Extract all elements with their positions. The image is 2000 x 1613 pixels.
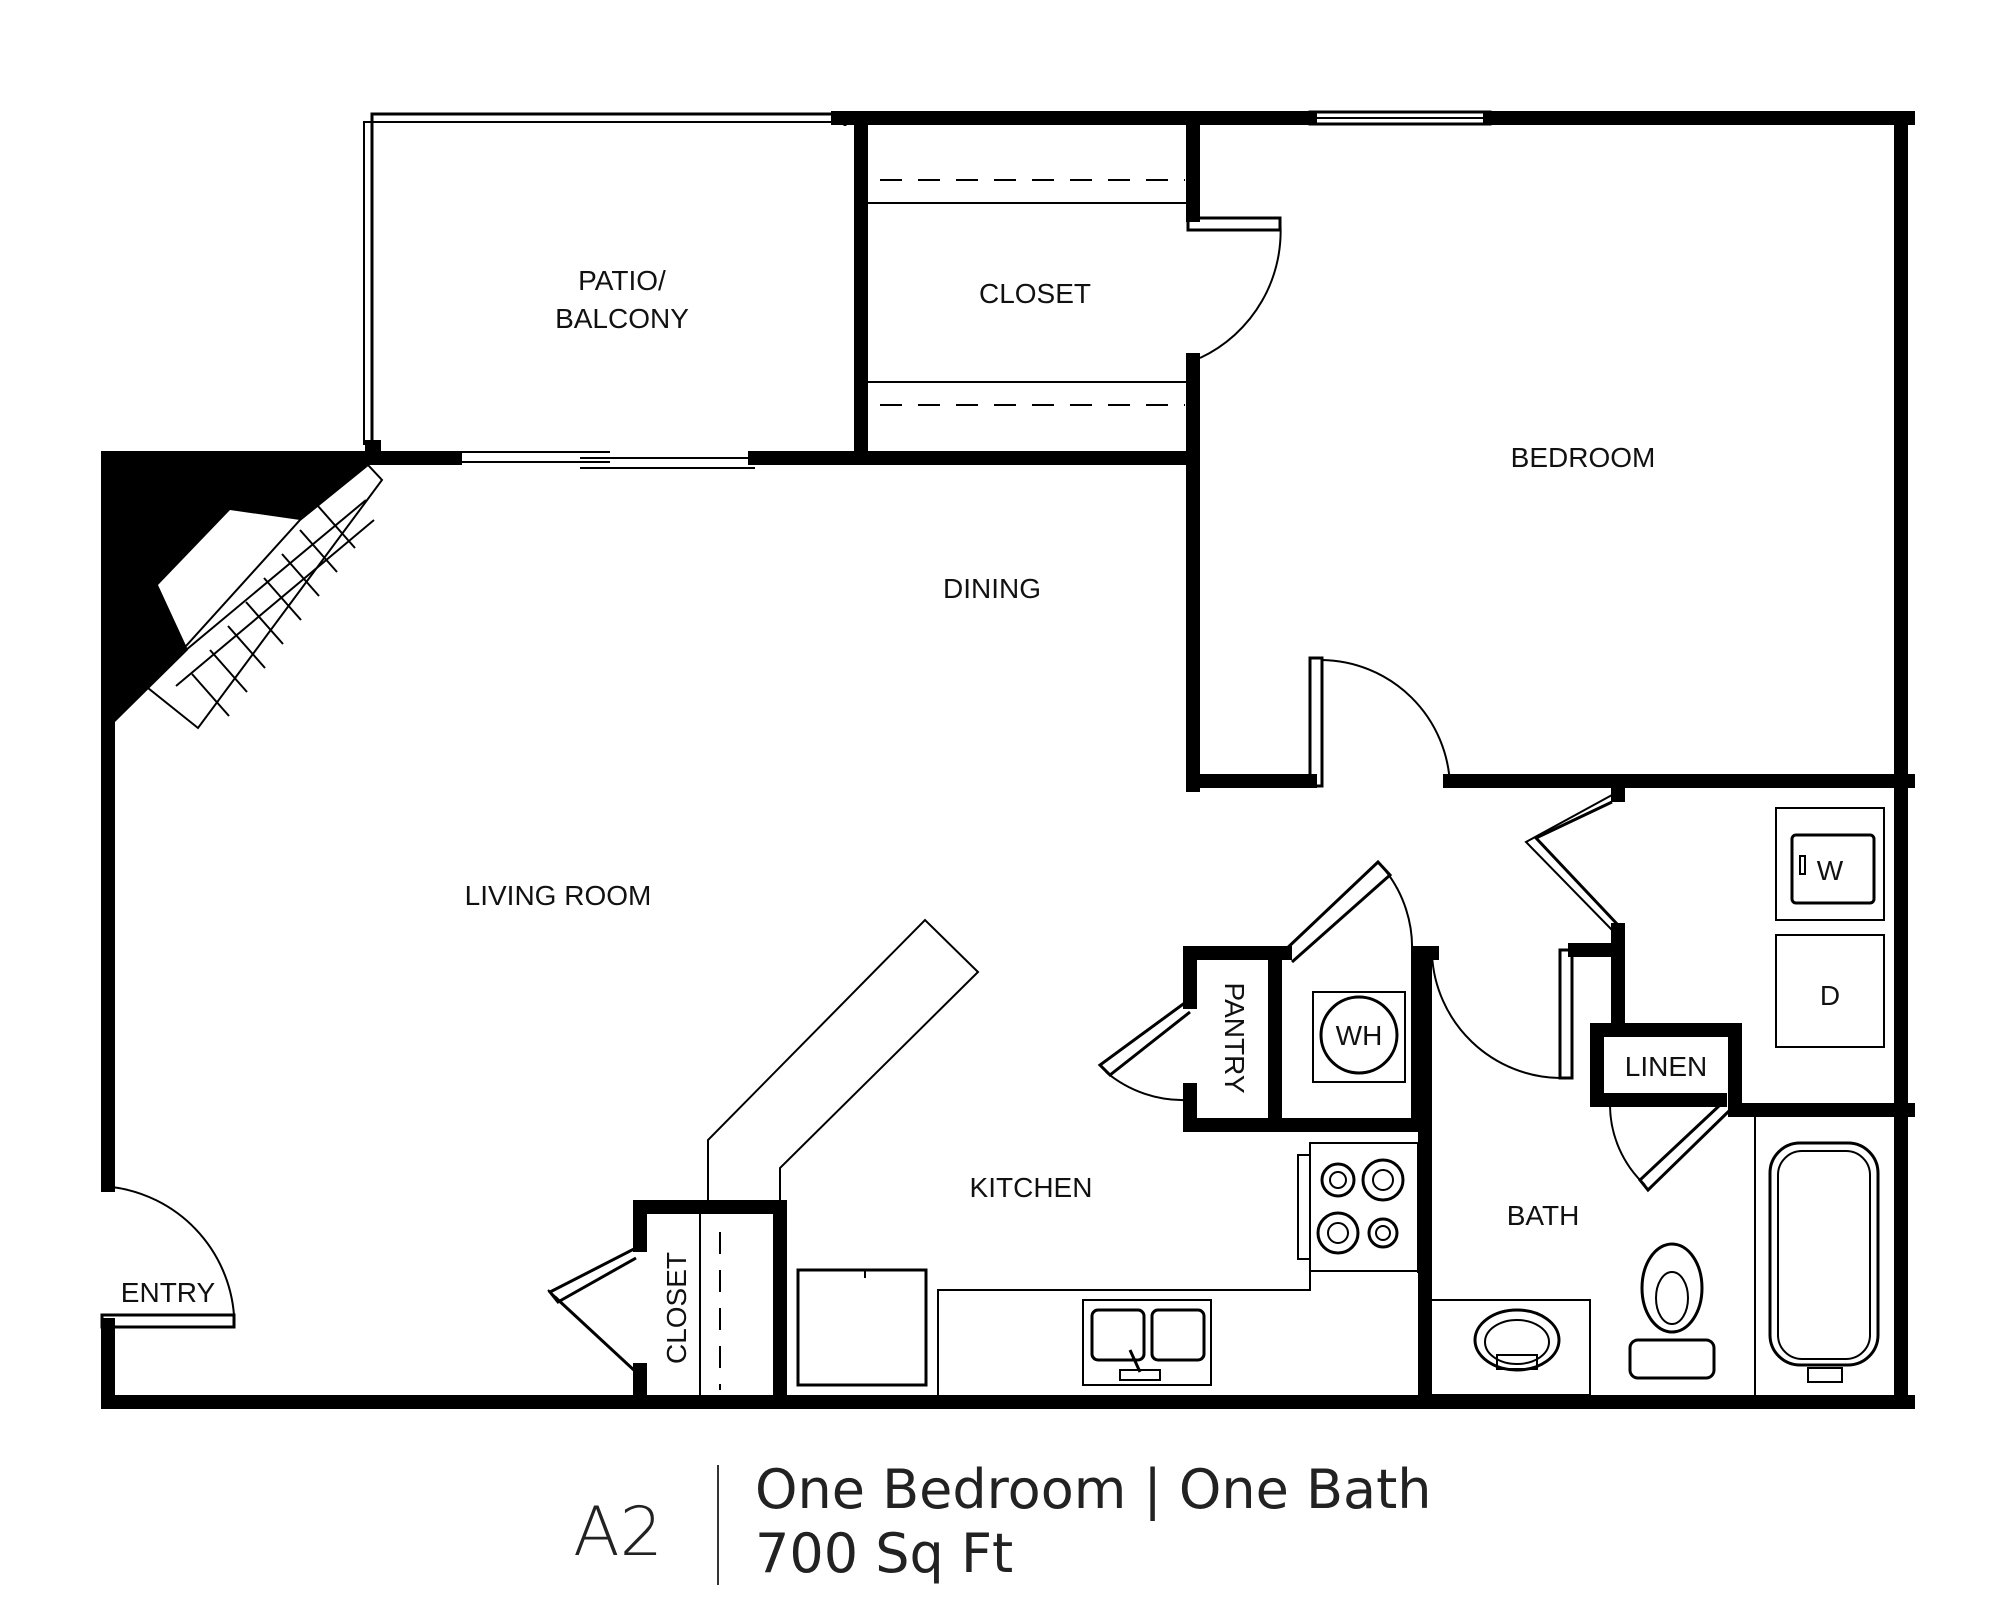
exterior-walls	[101, 111, 1915, 1409]
caption: A2 One Bedroom | One Bath 700 Sq Ft	[573, 1458, 1432, 1585]
unit-size: 700 Sq Ft	[755, 1522, 1013, 1585]
label-patio: PATIO/	[578, 265, 666, 296]
closet-bottom	[547, 1200, 787, 1409]
unit-code: A2	[573, 1493, 663, 1572]
bath-walls	[1418, 946, 1915, 1409]
closet-top-walls	[854, 111, 1282, 792]
label-water-heater: WH	[1336, 1020, 1383, 1051]
label-kitchen: KITCHEN	[970, 1172, 1093, 1203]
label-pantry: PANTRY	[1219, 983, 1250, 1094]
utility-walls	[1097, 859, 1432, 1132]
label-dryer: D	[1820, 980, 1840, 1011]
fireplace	[115, 463, 384, 730]
label-closet-bottom: CLOSET	[661, 1252, 692, 1364]
label-dining: DINING	[943, 573, 1041, 604]
label-balcony: BALCONY	[555, 303, 689, 334]
label-bath: BATH	[1507, 1200, 1580, 1231]
kitchen-fixtures	[707, 918, 1425, 1395]
label-entry: ENTRY	[121, 1277, 216, 1308]
laundry	[1524, 774, 1885, 1048]
room-labels: PATIO/ BALCONY CLOSET BEDROOM DINING LIV…	[121, 265, 1844, 1364]
label-living-room: LIVING ROOM	[465, 880, 652, 911]
label-washer: W	[1817, 855, 1844, 886]
label-bedroom: BEDROOM	[1511, 442, 1656, 473]
patio-balcony	[363, 112, 847, 469]
label-closet-top: CLOSET	[979, 278, 1091, 309]
bedroom-window	[1308, 110, 1492, 126]
bedroom-walls	[1186, 656, 1915, 788]
label-linen: LINEN	[1625, 1051, 1707, 1082]
unit-type: One Bedroom | One Bath	[755, 1458, 1432, 1521]
entry-door	[100, 1186, 236, 1329]
